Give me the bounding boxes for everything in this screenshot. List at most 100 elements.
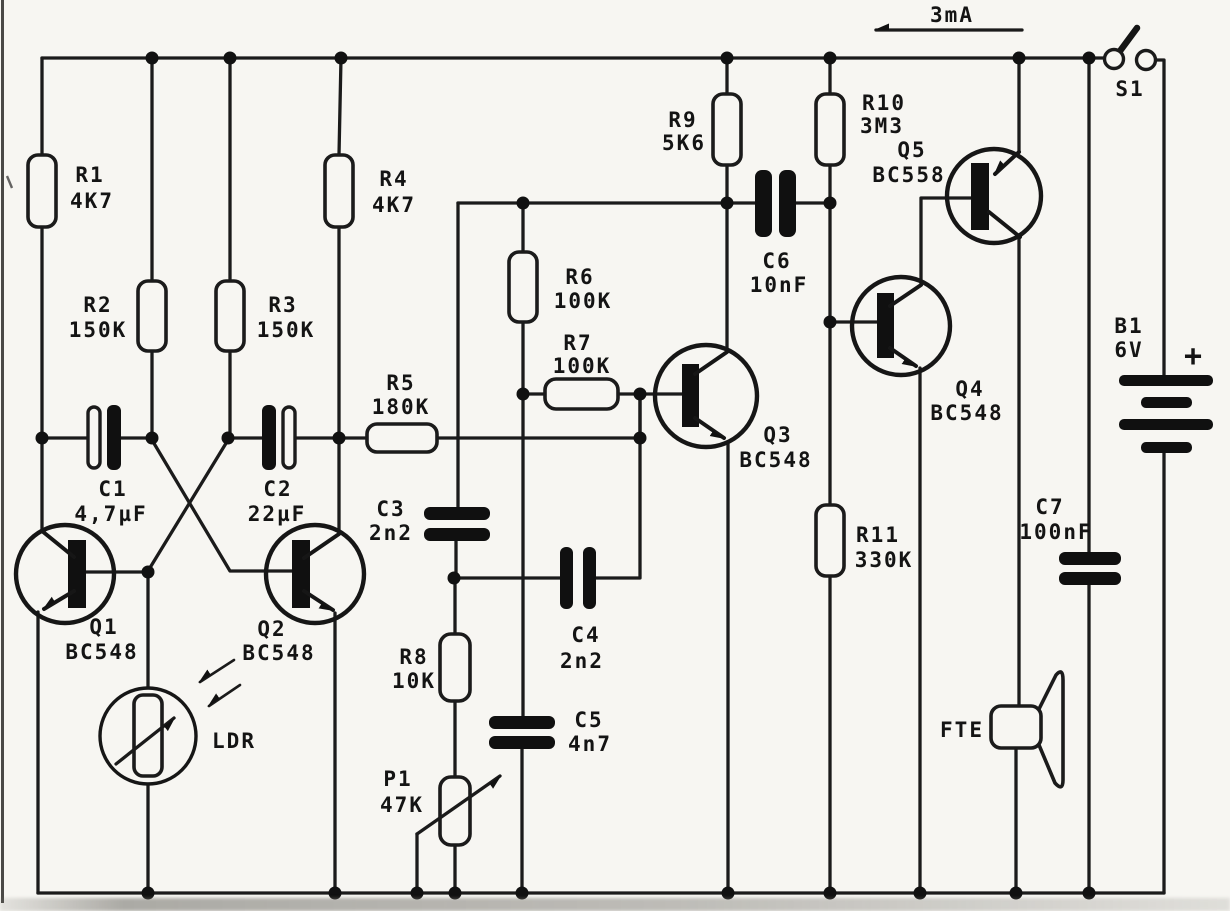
battery-plate-short [1141, 442, 1192, 453]
emitter-arrow [42, 589, 76, 611]
resistor-R5: R5 180K [365, 371, 439, 454]
transistor-base-bar [292, 540, 310, 608]
cap-plate [1059, 552, 1121, 565]
cap-ref: C5 [574, 708, 603, 732]
cap-plate [489, 736, 555, 749]
resistor-body [814, 92, 846, 167]
switch-label: S1 [1115, 77, 1144, 101]
resistor-value: 4K7 [372, 193, 416, 217]
speaker-label: FTE [940, 718, 984, 742]
cap-plate [755, 170, 772, 237]
resistor-ref: R4 [379, 167, 408, 191]
transistor-value: BC548 [242, 641, 315, 665]
resistor-value: 180K [372, 395, 431, 419]
transistor-Q3: Q3 BC548 [652, 342, 811, 472]
cap-ref: C6 [762, 249, 791, 273]
pot-body [438, 775, 472, 847]
transistor-body [263, 522, 367, 626]
switch-contact [1134, 48, 1158, 72]
cap-plate [1059, 572, 1121, 585]
scan-bottom-artifact [0, 898, 1230, 911]
resistor-body [214, 279, 246, 353]
cap-plate-neg [86, 405, 102, 470]
cap-plate-pos [262, 405, 276, 470]
resistor-value: 330K [855, 548, 914, 572]
resistor-value: 150K [69, 318, 128, 342]
transistor-body [849, 274, 953, 378]
cap-ref: C3 [376, 497, 405, 521]
scan-edge-artifact [1, 0, 4, 903]
cap-ref: C7 [1035, 495, 1064, 519]
resistor-R10: R10 3M3 [814, 91, 904, 167]
resistor-value: 100K [554, 289, 613, 313]
ldr-body [98, 686, 198, 786]
transistor-ref: Q2 [257, 617, 286, 641]
battery-B1: B1 6V + [1114, 314, 1213, 453]
transistor-Q4: Q4 BC548 [849, 274, 1002, 425]
resistor-body [814, 503, 846, 578]
cap-plate-pos [107, 405, 121, 470]
cap-ref: C4 [571, 623, 600, 647]
resistor-ref: R2 [83, 293, 112, 317]
resistor-R4: R4 4K7 [323, 153, 416, 229]
resistor-value: 3M3 [860, 114, 904, 138]
resistor-value: 10K [392, 669, 436, 693]
junction-dots [35, 51, 1096, 900]
crosslink-to-q2-base [150, 438, 294, 573]
cap-plate [583, 547, 596, 609]
resistor-R8: R8 10K [392, 632, 472, 703]
battery-plate-long [1119, 375, 1213, 386]
cap-plate [424, 528, 490, 541]
transistor-ref: Q4 [955, 377, 984, 401]
cap-ref: C1 [98, 477, 127, 501]
current-annotation: 3mA [876, 3, 1024, 32]
light-arrow [200, 658, 236, 684]
ldr: LDR [98, 658, 254, 786]
resistor-R6: R6 100K [507, 250, 613, 324]
cap-value: 4n7 [568, 732, 612, 756]
emitter-arrow [888, 346, 918, 368]
cap-value: 10nF [750, 273, 809, 297]
resistor-body [365, 422, 439, 454]
transistor-value: BC558 [872, 163, 945, 187]
transistor-body [13, 522, 117, 626]
capacitor-C3: C3 2n2 [369, 497, 490, 545]
transistor-value: BC548 [65, 640, 138, 664]
capacitor-C7: C7 100nF [1019, 495, 1121, 585]
resistor-ref: R6 [565, 265, 594, 289]
c4-wires [452, 392, 642, 580]
transistor-Q5: Q5 BC558 [872, 138, 1044, 246]
r4-q2-collector-wire [337, 56, 343, 534]
cap-plate [424, 507, 490, 520]
capacitor-C1: C1 4,7µF [74, 405, 147, 526]
resistor-body [323, 153, 355, 229]
collector-lead [302, 532, 341, 560]
cap-value: 4,7µF [74, 502, 147, 526]
switch-S1: S1 [1102, 24, 1158, 101]
potentiometer-P1: P1 47K [380, 767, 502, 847]
resistor-body [543, 377, 620, 411]
resistor-value: 5K6 [662, 131, 706, 155]
resistor-R1: R1 4K7 [26, 153, 112, 229]
collector-lead [987, 210, 1022, 239]
resistor-ref: R1 [75, 163, 104, 187]
transistor-base-bar [971, 163, 989, 230]
current-label: 3mA [930, 3, 974, 27]
crosslink-to-q1-base [84, 438, 230, 574]
cap-value: 100nF [1019, 520, 1092, 544]
collector-lead [888, 283, 923, 308]
transistor-body [652, 342, 760, 450]
transistor-ref: Q3 [763, 423, 792, 447]
capacitor-C2: C2 22µF [248, 405, 304, 526]
pot-ref: P1 [383, 767, 412, 791]
resistor-value: 150K [257, 318, 316, 342]
resistor-ref: R11 [856, 523, 900, 547]
resistor-R2: R2 150K [69, 279, 168, 353]
collector-lead [40, 529, 76, 559]
cap-value: 2n2 [560, 649, 604, 673]
transistor-ref: Q5 [897, 138, 926, 162]
pot-value: 47K [380, 793, 424, 817]
resistor-body [26, 153, 58, 229]
collector-lead [693, 350, 729, 376]
